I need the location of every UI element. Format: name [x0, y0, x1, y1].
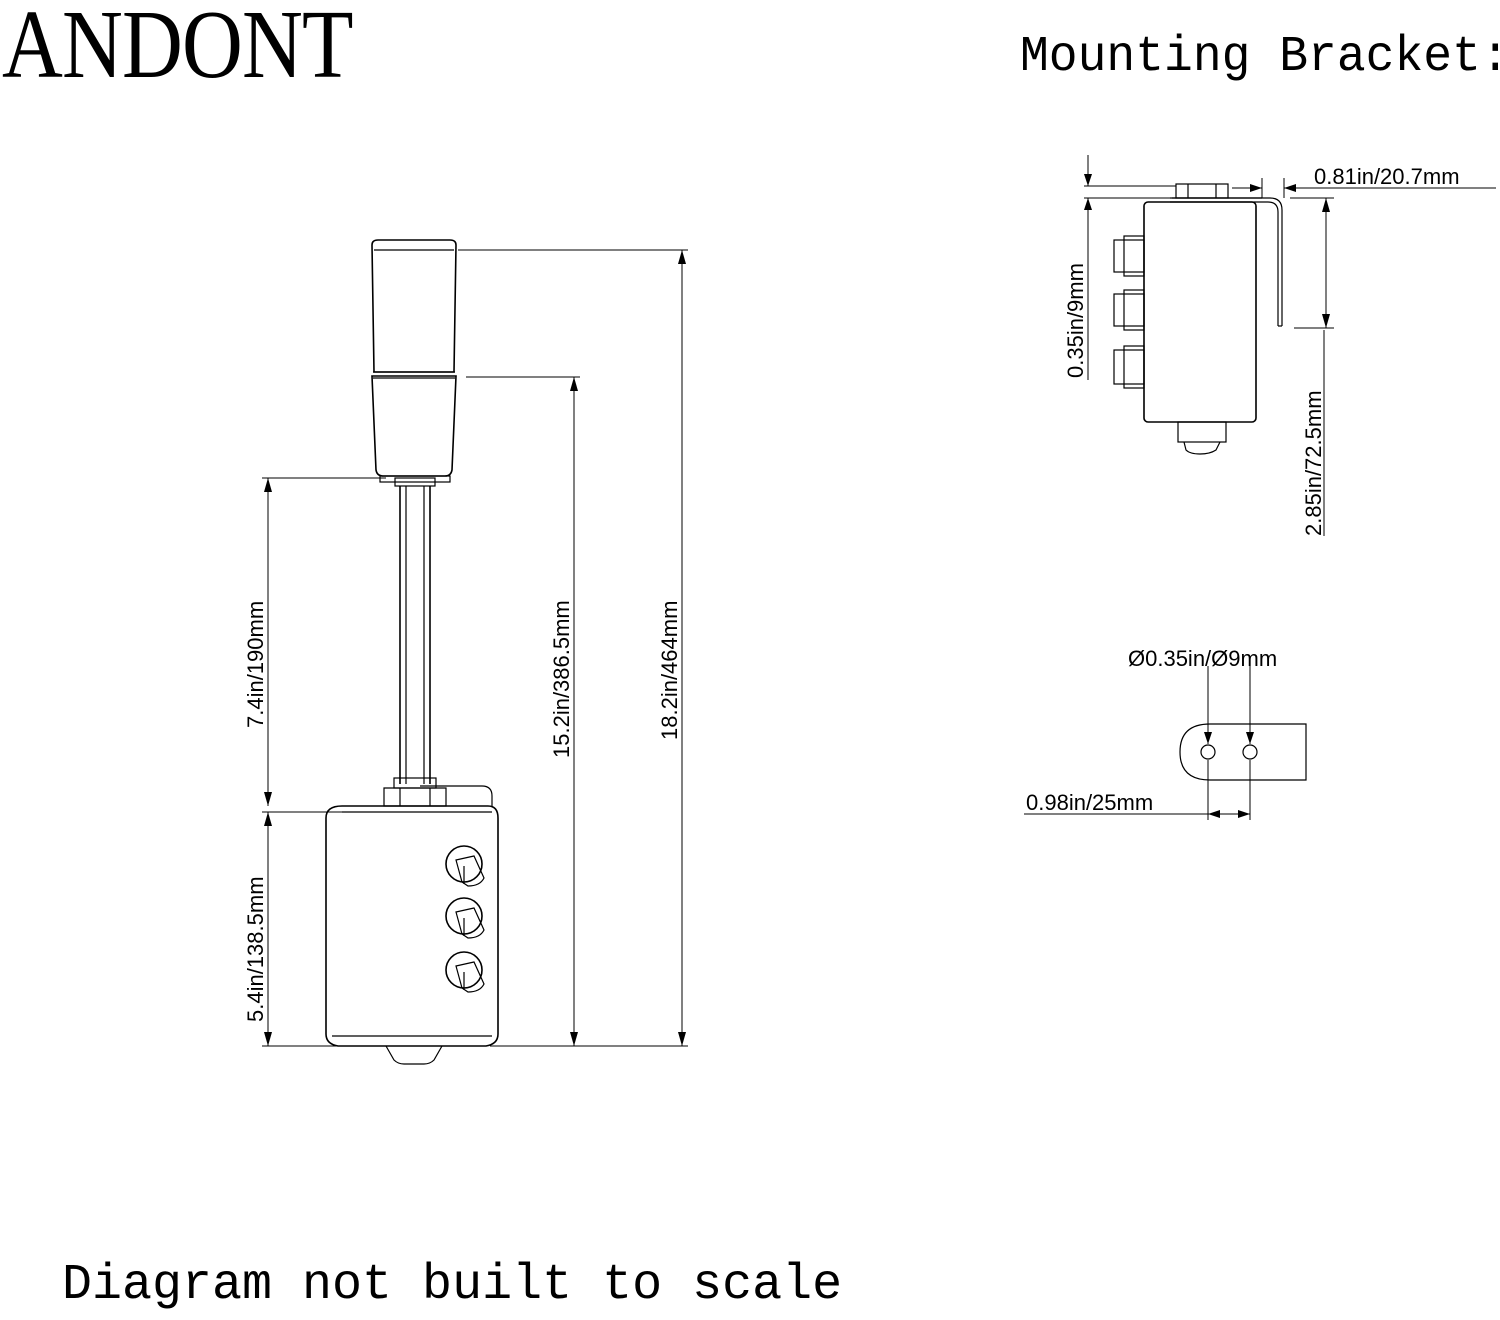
dimension-overall-height: 18.2in/464mm — [458, 249, 688, 1047]
dimension-bracket-offset: 0.81in/20.7mm — [1232, 164, 1496, 198]
dimension-hole-diameter: Ø0.35in/Ø9mm — [1128, 646, 1277, 744]
bracket-plate — [1179, 723, 1307, 781]
light-module-bottom — [371, 375, 457, 477]
bracket-box — [1143, 201, 1257, 423]
bracket-height-label: 2.85in/72.5mm — [1301, 390, 1326, 536]
dimension-bracket-height: 2.85in/72.5mm — [1290, 197, 1334, 536]
rotary-switch — [445, 897, 485, 939]
pole-length-label: 7.4in/190mm — [243, 601, 268, 728]
dimension-hole-spacing: 0.98in/25mm — [1024, 760, 1251, 820]
light-module-top — [371, 239, 457, 373]
hole-spacing-label: 0.98in/25mm — [1026, 790, 1153, 815]
dimension-pole-length: 7.4in/190mm — [243, 477, 386, 806]
mounting-hole — [1200, 744, 1216, 760]
hole-diameter-label: Ø0.35in/Ø9mm — [1128, 646, 1277, 671]
rotary-switch — [445, 845, 485, 887]
rotary-switch — [445, 951, 485, 993]
scale-disclaimer: Diagram not built to scale — [62, 1257, 843, 1314]
bracket-top-view — [1179, 723, 1307, 781]
mounting-bracket-title: Mounting Bracket: — [1020, 29, 1500, 86]
dimension-box-height: 5.4in/138.5mm — [243, 811, 386, 1047]
dimension-light-bottom: 15.2in/386.5mm — [466, 376, 580, 1046]
cable-gland — [385, 1045, 443, 1065]
overall-height-label: 18.2in/464mm — [657, 601, 682, 740]
box-height-label: 5.4in/138.5mm — [243, 876, 268, 1022]
mount-nut — [383, 787, 447, 807]
dimension-bracket-thickness: 0.35in/9mm — [1063, 155, 1176, 380]
brand-logo: ANDONT — [2, 0, 354, 99]
bracket-offset-label: 0.81in/20.7mm — [1314, 164, 1460, 189]
bracket-side-view — [1113, 183, 1283, 455]
mounting-hole — [1242, 744, 1258, 760]
switch-box — [325, 805, 499, 1047]
light-bottom-label: 15.2in/386.5mm — [549, 600, 574, 758]
bracket-thickness-label: 0.35in/9mm — [1063, 263, 1088, 378]
signal-tower-assembly — [325, 239, 499, 1065]
